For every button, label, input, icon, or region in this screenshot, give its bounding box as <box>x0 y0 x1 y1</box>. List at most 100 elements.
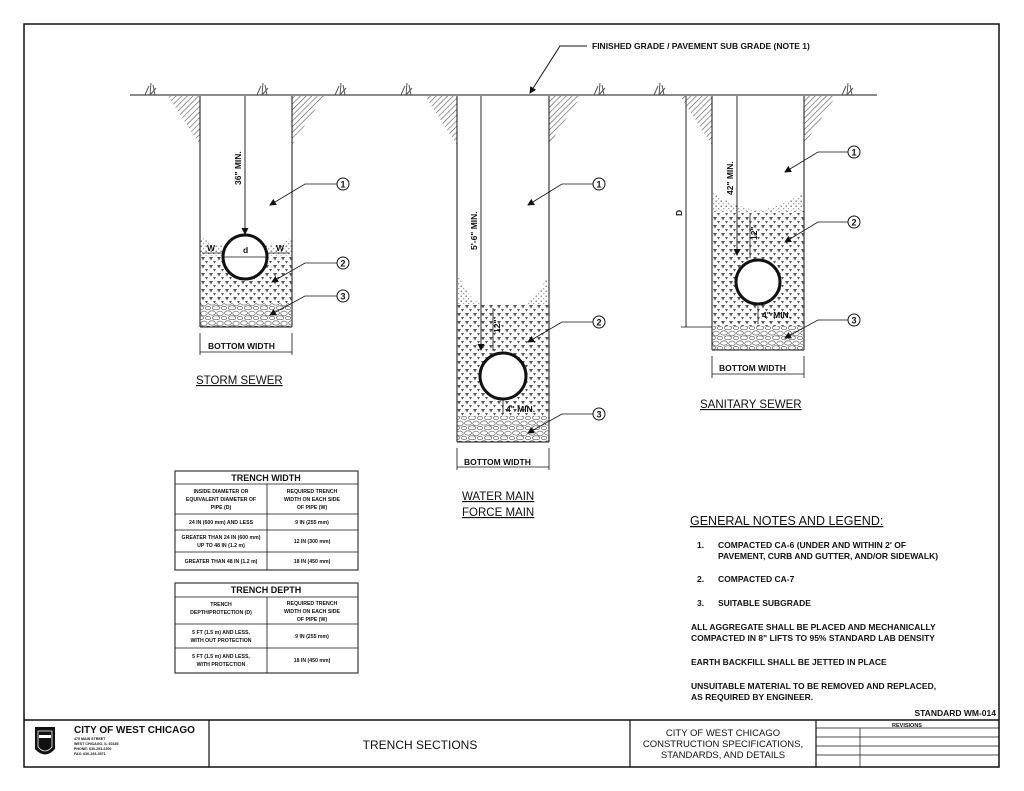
grass-tufts <box>144 82 854 96</box>
callout-water-3: 3 <box>527 407 606 434</box>
callout-water-2: 2 <box>527 315 606 343</box>
para-3-line-2: AS REQUIRED BY ENGINEER. <box>691 692 813 702</box>
water-title-1: WATER MAIN <box>462 491 534 503</box>
water-min-label: 5'-6" MIN. <box>469 211 479 250</box>
water-bottom-width: BOTTOM WIDTH <box>464 457 531 467</box>
revisions-grid <box>816 727 999 767</box>
svg-text:1: 1 <box>340 180 345 190</box>
sanitary-bottom-width: BOTTOM WIDTH <box>719 363 786 373</box>
sanitary-ca6-top <box>712 192 804 211</box>
sanitary-bedding-label: 4" MIN. <box>762 310 791 320</box>
sanitary-title: SANITARY SEWER <box>700 399 802 411</box>
water-cover-label: 12" <box>492 320 502 334</box>
callouts: 1 2 3 1 2 3 1 <box>269 145 861 434</box>
tb-address-2: WEST CHICAGO, IL 60185 <box>74 742 118 746</box>
tw-row1-c2: 9 IN (255 mm) <box>295 520 329 526</box>
note-3-line-1: SUITABLE SUBGRADE <box>718 598 811 608</box>
svg-text:2: 2 <box>596 318 601 328</box>
tb-spec-2: CONSTRUCTION SPECIFICATIONS, <box>643 739 803 750</box>
callout-sanitary-3: 3 <box>784 313 861 339</box>
sanitary-sewer-section: 42" MIN. D 12" 4" MIN. BOTTOM WIDTH SANI… <box>674 96 836 411</box>
para-2-line-1: EARTH BACKFILL SHALL BE JETTED IN PLACE <box>691 657 887 667</box>
td-head-c2-0: REQUIRED TRENCH <box>287 601 338 607</box>
tb-address-4: FAX: 630-293-3571 <box>74 752 106 756</box>
storm-bottom-width: BOTTOM WIDTH <box>208 341 275 351</box>
general-notes: GENERAL NOTES AND LEGEND: 1. COMPACTED C… <box>690 514 996 718</box>
storm-slope-right <box>292 96 324 145</box>
para-1-line-1: ALL AGGREGATE SHALL BE PLACED AND MECHAN… <box>691 622 936 632</box>
standard-number: STANDARD WM-014 <box>914 708 996 718</box>
svg-text:1: 1 <box>851 148 856 158</box>
svg-text:2: 2 <box>340 259 345 269</box>
sheet-border <box>23 23 1000 768</box>
sanitary-slope-right <box>804 96 836 145</box>
td-head-c2-1: WIDTH ON EACH SIDE <box>284 609 340 615</box>
note-2-line-1: COMPACTED CA-7 <box>718 574 795 584</box>
svg-text:3: 3 <box>340 292 345 302</box>
note-1-line-1: COMPACTED CA-6 (UNDER AND WITHIN 2' OF <box>718 540 906 550</box>
trench-depth-table: TRENCH DEPTH TRENCH DEPTH/PROTECTION (D)… <box>174 582 359 674</box>
note-1-num: 1. <box>697 540 704 550</box>
water-pipe <box>478 351 528 401</box>
storm-min-label: 36" MIN. <box>233 151 243 185</box>
svg-text:3: 3 <box>851 316 856 326</box>
para-1-line-2: COMPACTED IN 8" LIFTS TO 95% STANDARD LA… <box>691 633 935 643</box>
water-bedding-label: 4" MIN. <box>506 404 535 414</box>
td-row1-c1-b: WITH OUT PROTECTION <box>190 638 251 644</box>
callout-storm-2: 2 <box>271 256 350 283</box>
storm-subgrade <box>200 303 292 327</box>
tw-row2-c1-b: UP TO 48 IN (1.2 m) <box>197 543 245 549</box>
tw-head-c1-1: EQUIVALENT DIAMETER OF <box>186 497 256 503</box>
storm-diameter: d <box>243 245 248 255</box>
tb-address-3: PHONE: 630-293-2200 <box>74 747 111 751</box>
sanitary-subgrade <box>712 326 804 350</box>
note-1-line-2: PAVEMENT, CURB AND GUTTER, AND/OR SIDEWA… <box>718 551 938 561</box>
tw-row3-c1: GREATER THAN 48 IN (1.2 m) <box>185 559 258 565</box>
td-head-c1-1: DEPTH/PROTECTION (D) <box>190 610 252 616</box>
storm-slope-left <box>168 96 200 145</box>
water-main-section: 5'-6" MIN. 12" 4" MIN. BOTTOM WIDTH WATE… <box>425 96 581 519</box>
td-head-c2-2: OF PIPE (W) <box>297 617 328 623</box>
storm-title: STORM SEWER <box>196 375 283 387</box>
callout-sanitary-1: 1 <box>784 145 861 173</box>
td-head-c1-0: TRENCH <box>210 602 232 608</box>
callout-water-1: 1 <box>527 177 606 206</box>
notes-heading: GENERAL NOTES AND LEGEND: <box>690 514 883 528</box>
tb-city: CITY OF WEST CHICAGO <box>74 725 195 736</box>
td-row1-c2: 9 IN (255 mm) <box>295 634 329 640</box>
tw-title: TRENCH WIDTH <box>231 473 301 483</box>
title-block: CITY OF WEST CHICAGO 475 MAIN STREET WES… <box>24 719 999 767</box>
water-slope-left <box>425 96 457 145</box>
callout-storm-3: 3 <box>269 289 350 316</box>
sanitary-slope-left <box>680 96 712 145</box>
tb-sheet-title: TRENCH SECTIONS <box>363 738 478 752</box>
svg-text:3: 3 <box>596 410 601 420</box>
tb-spec-3: STANDARDS, AND DETAILS <box>661 750 785 761</box>
grade-note: FINISHED GRADE / PAVEMENT SUB GRADE (NOT… <box>592 41 810 51</box>
callout-storm-1: 1 <box>269 177 350 206</box>
tb-address-1: 475 MAIN STREET <box>74 737 106 741</box>
svg-text:1: 1 <box>596 180 601 190</box>
city-seal-icon <box>35 727 55 755</box>
sanitary-depth-label: D <box>674 210 684 216</box>
storm-w-right: W <box>276 243 285 253</box>
sanitary-pipe <box>734 258 782 306</box>
sanitary-min-label: 42" MIN. <box>725 161 735 195</box>
tw-row2-c1-a: GREATER THAN 24 IN (600 mm) <box>182 535 261 541</box>
storm-sewer-section: 36" MIN. W d W BOTTOM WIDTH STORM SEWER <box>168 96 324 387</box>
tw-head-c1-2: PIPE (D) <box>211 505 232 511</box>
storm-w-left: W <box>207 243 216 253</box>
tw-row2-c2: 12 IN (300 mm) <box>294 539 331 545</box>
trench-width-table: TRENCH WIDTH INSIDE DIAMETER OR EQUIVALE… <box>174 470 359 571</box>
tw-head-c2-1: WIDTH ON EACH SIDE <box>284 497 340 503</box>
svg-text:2: 2 <box>851 218 856 228</box>
note-3-num: 3. <box>697 598 704 608</box>
note-2-num: 2. <box>697 574 704 584</box>
td-title: TRENCH DEPTH <box>231 585 302 595</box>
td-row1-c1-a: 5 FT (1.5 m) AND LESS, <box>192 630 250 636</box>
callout-sanitary-2: 2 <box>784 215 861 243</box>
grade-leader <box>529 45 587 94</box>
water-ca6-wedges <box>457 270 549 304</box>
tb-spec-1: CITY OF WEST CHICAGO <box>666 728 780 739</box>
